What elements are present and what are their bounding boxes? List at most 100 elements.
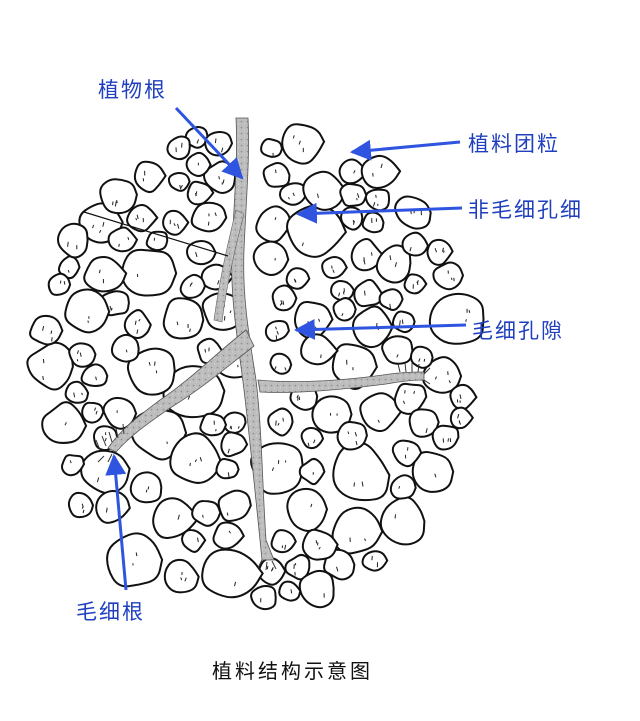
aggregate-texture [189,283,192,287]
aggregate-texture [465,319,467,322]
aggregate-texture [67,269,70,273]
aggregate-texture [403,400,405,404]
aggregate-texture [166,441,168,445]
soil-aggregate [186,240,217,266]
soil-aggregate [298,457,326,486]
aggregate-texture [364,290,366,296]
soil-aggregate [252,240,290,277]
soil-aggregate [83,255,128,293]
aggregate-texture [173,223,176,227]
aggregate-texture [279,302,282,306]
aggregate-texture [79,352,82,357]
soil-aggregate [302,170,347,211]
aggregate-texture [196,139,199,144]
aggregate-texture [294,563,297,566]
aggregate-texture [109,305,112,311]
aggregate-texture [457,413,460,419]
aggregate-texture [227,448,230,454]
aggregate-texture [179,184,182,190]
aggregate-texture [177,223,180,229]
aggregate-texture [87,320,89,323]
aggregate-texture [409,246,412,252]
aggregate-texture [396,354,399,358]
aggregate-texture [375,194,377,198]
soil-aggregate [391,439,423,468]
soil-aggregate [332,441,391,502]
soil-aggregate [121,248,178,297]
soil-aggregate [301,528,339,561]
soil-aggregate [449,383,478,411]
aggregate-texture [199,457,202,462]
aggregate-texture [355,440,358,446]
aggregate-texture [114,201,117,207]
aggregate-texture [276,330,279,335]
aggregate-texture [138,318,141,322]
aggregate-texture [69,460,72,464]
aggregate-texture [189,328,191,333]
soil-aggregate [81,401,105,424]
aggregate-texture [398,485,401,489]
soil-aggregate [281,123,326,165]
aggregate-texture [118,243,120,247]
soil-aggregate [379,496,426,546]
annotation-arrows [105,106,467,591]
aggregate-texture [313,439,316,444]
soil-aggregate [360,154,402,189]
aggregate-texture [63,281,66,285]
soil-aggregate [167,172,191,192]
aggregate-texture [468,309,471,313]
aggregate-texture [434,248,437,253]
aggregate-texture [64,422,67,426]
aggregate-texture [292,192,295,197]
soil-aggregate [41,401,88,444]
soil-aggregate [449,406,475,430]
aggregate-texture [301,242,304,247]
aggregate-texture [331,265,333,269]
arrow-plant-root [174,106,244,180]
soil-aggregate [64,380,90,404]
aggregate-texture [341,313,344,317]
aggregate-texture [195,251,198,258]
aggregate-texture [127,236,130,240]
aggregate-texture [136,214,139,220]
soil-aggregate [126,204,159,233]
soil-aggregate [29,314,64,346]
soil-aggregate [378,288,404,311]
aggregate-texture [95,376,97,381]
aggregate-texture [222,179,225,184]
aggregate-texture [218,176,220,180]
aggregate-texture [136,329,139,334]
soil-aggregate [204,131,234,157]
label-plant-root: 植物根 [98,78,167,102]
soil-aggregate [126,347,176,396]
aggregate-texture [401,319,404,325]
soil-aggregate [353,278,383,308]
soil-aggregate [403,273,428,295]
root-system [95,117,431,571]
aggregate-texture [377,419,380,423]
root-branch-left [107,329,255,453]
aggregate-texture [292,135,295,139]
aggregate-texture [434,376,437,380]
aggregate-texture [187,395,191,400]
aggregate-texture [125,349,128,353]
aggregate-texture [282,300,285,305]
aggregate-texture [338,292,341,297]
soil-aggregate [361,211,385,234]
aggregate-texture [425,428,428,434]
soil-aggregate [269,352,293,375]
soil-aggregate [331,506,384,555]
label-non-capillary-pore: 非毛细孔细 [468,198,583,222]
aggregate-texture [217,280,220,285]
aggregate-texture [228,530,231,534]
soil-aggregate [431,424,460,451]
aggregate-texture [307,442,310,447]
soil-aggregate [393,382,428,415]
soil-aggregate [133,160,167,194]
soil-aggregate [409,345,434,369]
soil-aggregate [67,491,95,519]
aggregate-texture [459,394,462,400]
soil-aggregate [300,426,325,450]
aggregate-texture [50,330,53,335]
soil-aggregate [110,333,140,363]
